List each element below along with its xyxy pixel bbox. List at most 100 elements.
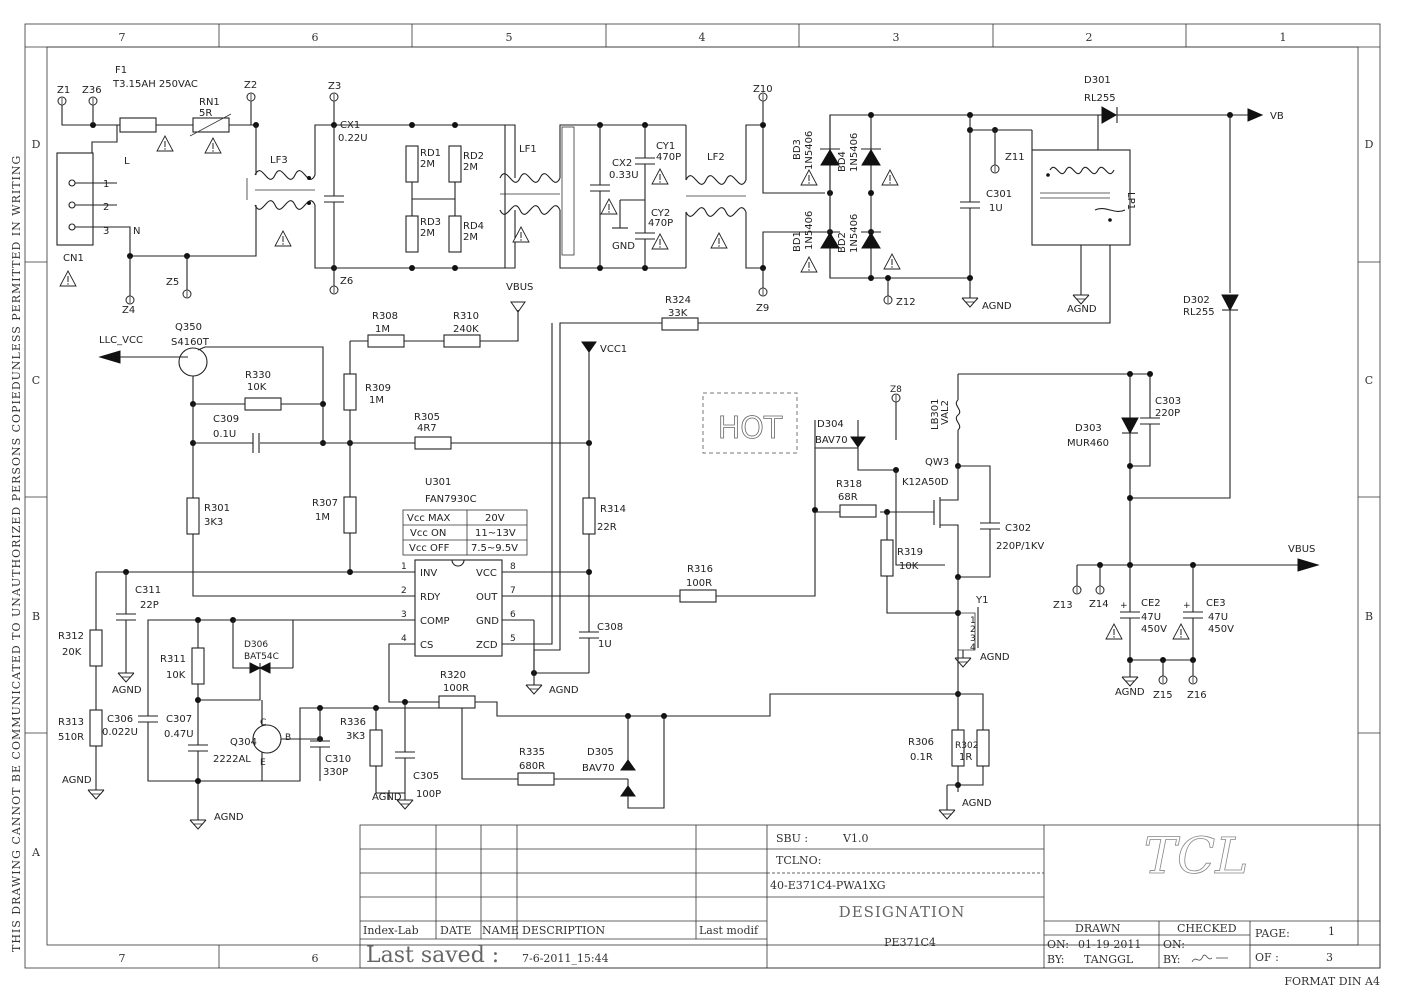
- col-label: 4: [699, 31, 706, 44]
- row-labels: D C B A D C B: [31, 138, 1374, 859]
- part-number: 40-E371C4-PWA1XG: [770, 879, 886, 892]
- r320-value: 100R: [443, 683, 469, 694]
- pin-number: 8: [510, 562, 516, 572]
- r312-label: R312: [58, 631, 84, 642]
- last-saved-label: Last saved :: [366, 943, 499, 968]
- col-label: 6: [312, 31, 319, 44]
- svg-text:+: +: [1120, 601, 1128, 611]
- svg-text:2: 2: [970, 625, 976, 635]
- pin-number: 4: [401, 634, 407, 644]
- z1-label: Z1: [57, 85, 70, 96]
- c305-label: C305: [413, 771, 439, 782]
- resistor-r313: [89, 709, 103, 747]
- pin-number: 1: [401, 562, 407, 572]
- lf1-choke: LF1: [499, 124, 600, 269]
- bd4-label: BD4: [837, 151, 848, 172]
- rd2-value: 2M: [463, 162, 478, 173]
- lb301-label: LB301: [930, 398, 941, 430]
- cy1-value: 470P: [656, 152, 681, 163]
- z6-label: Z6: [340, 276, 353, 287]
- agnd-label: AGND: [549, 685, 579, 696]
- svg-text:4: 4: [970, 643, 976, 653]
- resistor-r312: [89, 629, 103, 667]
- transistor-q350: [178, 347, 208, 377]
- vbus-net-label: VBUS: [506, 282, 533, 293]
- r309-value: 1M: [369, 395, 384, 406]
- resistor-r324: [661, 317, 699, 331]
- emi-filter-stage2: CX2 0.33U CY1 470P CY2 470P GND: [577, 122, 686, 271]
- pin-name: INV: [420, 568, 437, 579]
- bd1-value: 1N5406: [804, 211, 815, 250]
- ce2-label: CE2: [1141, 598, 1161, 609]
- c310-value: 330P: [323, 767, 348, 778]
- r313-label: R313: [58, 717, 84, 728]
- of-value: 3: [1326, 951, 1333, 964]
- cy1-label: CY1: [656, 141, 675, 152]
- r306-label: R306: [908, 737, 934, 748]
- r307-label: R307: [312, 498, 338, 509]
- resistor-rd4: [448, 215, 462, 253]
- rd3-value: 2M: [420, 228, 435, 239]
- c306-label: C306: [107, 714, 133, 725]
- d302-value: RL255: [1183, 307, 1215, 318]
- spec-value: 11~13V: [475, 528, 516, 539]
- pin-number: 2: [401, 586, 407, 596]
- r301-value: 3K3: [204, 517, 223, 528]
- rev-header: DATE: [440, 924, 472, 937]
- q304-base: B: [285, 733, 291, 743]
- col-label: 7: [119, 952, 126, 965]
- ce2-voltage: 450V: [1141, 624, 1167, 635]
- cn1-pin-label: 2: [103, 202, 109, 213]
- d305-label: D305: [587, 747, 614, 758]
- c307-value: 0.47U: [164, 729, 194, 740]
- resistor-r309: [343, 373, 357, 411]
- row-label: A: [31, 846, 41, 859]
- last-saved-value: 7-6-2011_15:44: [522, 952, 609, 965]
- cn1-connector: [56, 152, 94, 246]
- pfc-controller-u301[interactable]: U301 FAN7930C Vcc MAX 20V Vcc ON 11~13V …: [388, 477, 528, 703]
- ce3-value: 47U: [1208, 612, 1228, 623]
- ic-body[interactable]: [414, 559, 503, 657]
- r319-label: R319: [897, 547, 923, 558]
- d304-value: BAV70: [815, 435, 848, 446]
- page-label: PAGE:: [1255, 927, 1290, 940]
- lf1-label: LF1: [519, 144, 537, 155]
- d304-label: D304: [817, 419, 844, 430]
- drawn-label: DRAWN: [1075, 922, 1121, 935]
- row-label: C: [1365, 374, 1373, 387]
- rd2-label: RD2: [463, 151, 484, 162]
- r319-value: 10K: [899, 561, 919, 572]
- z5-label: Z5: [166, 277, 179, 288]
- pin-name: RDY: [420, 592, 441, 603]
- side-notice: THIS DRAWING CANNOT BE COMMUNICATED TO U…: [10, 155, 23, 952]
- cx1-value: 0.22U: [338, 133, 368, 144]
- checker-signature: [1191, 954, 1228, 963]
- resistor-rd3: [405, 215, 419, 253]
- z4-label: Z4: [122, 305, 135, 316]
- f1-label: F1: [115, 65, 127, 76]
- agnd-label: AGND: [372, 792, 402, 803]
- q304-label: Q304: [230, 737, 257, 748]
- spec-name: Vcc MAX: [407, 513, 450, 524]
- pin-number: 5: [510, 634, 516, 644]
- lb301-value: VAL2: [940, 400, 951, 425]
- boost-output: C303 220P D303 MUR460 VBUS Z13 Z14 ++ AG…: [958, 371, 1320, 701]
- c301-label: C301: [986, 189, 1012, 200]
- r311-value: 10K: [166, 670, 186, 681]
- svg-text:1: 1: [970, 616, 976, 626]
- r335-value: 680R: [519, 761, 545, 772]
- c301-value: 1U: [989, 203, 1003, 214]
- vcc1-rail: VCC1 R314 22R C308 1U AGND R316 100R: [502, 323, 816, 696]
- fuse-f1: [119, 117, 157, 133]
- r302-value: 1R: [959, 752, 972, 763]
- pin-name: COMP: [420, 616, 450, 627]
- d302-label: D302: [1183, 295, 1210, 306]
- svg-text:3: 3: [970, 634, 976, 644]
- z12-label: Z12: [896, 297, 916, 308]
- r306-value: 0.1R: [910, 752, 933, 763]
- rn1-value: 5R: [199, 108, 212, 119]
- gnd-net-label: GND: [612, 241, 635, 252]
- lp1-label: LP1: [1125, 192, 1136, 210]
- col-label: 6: [312, 952, 319, 965]
